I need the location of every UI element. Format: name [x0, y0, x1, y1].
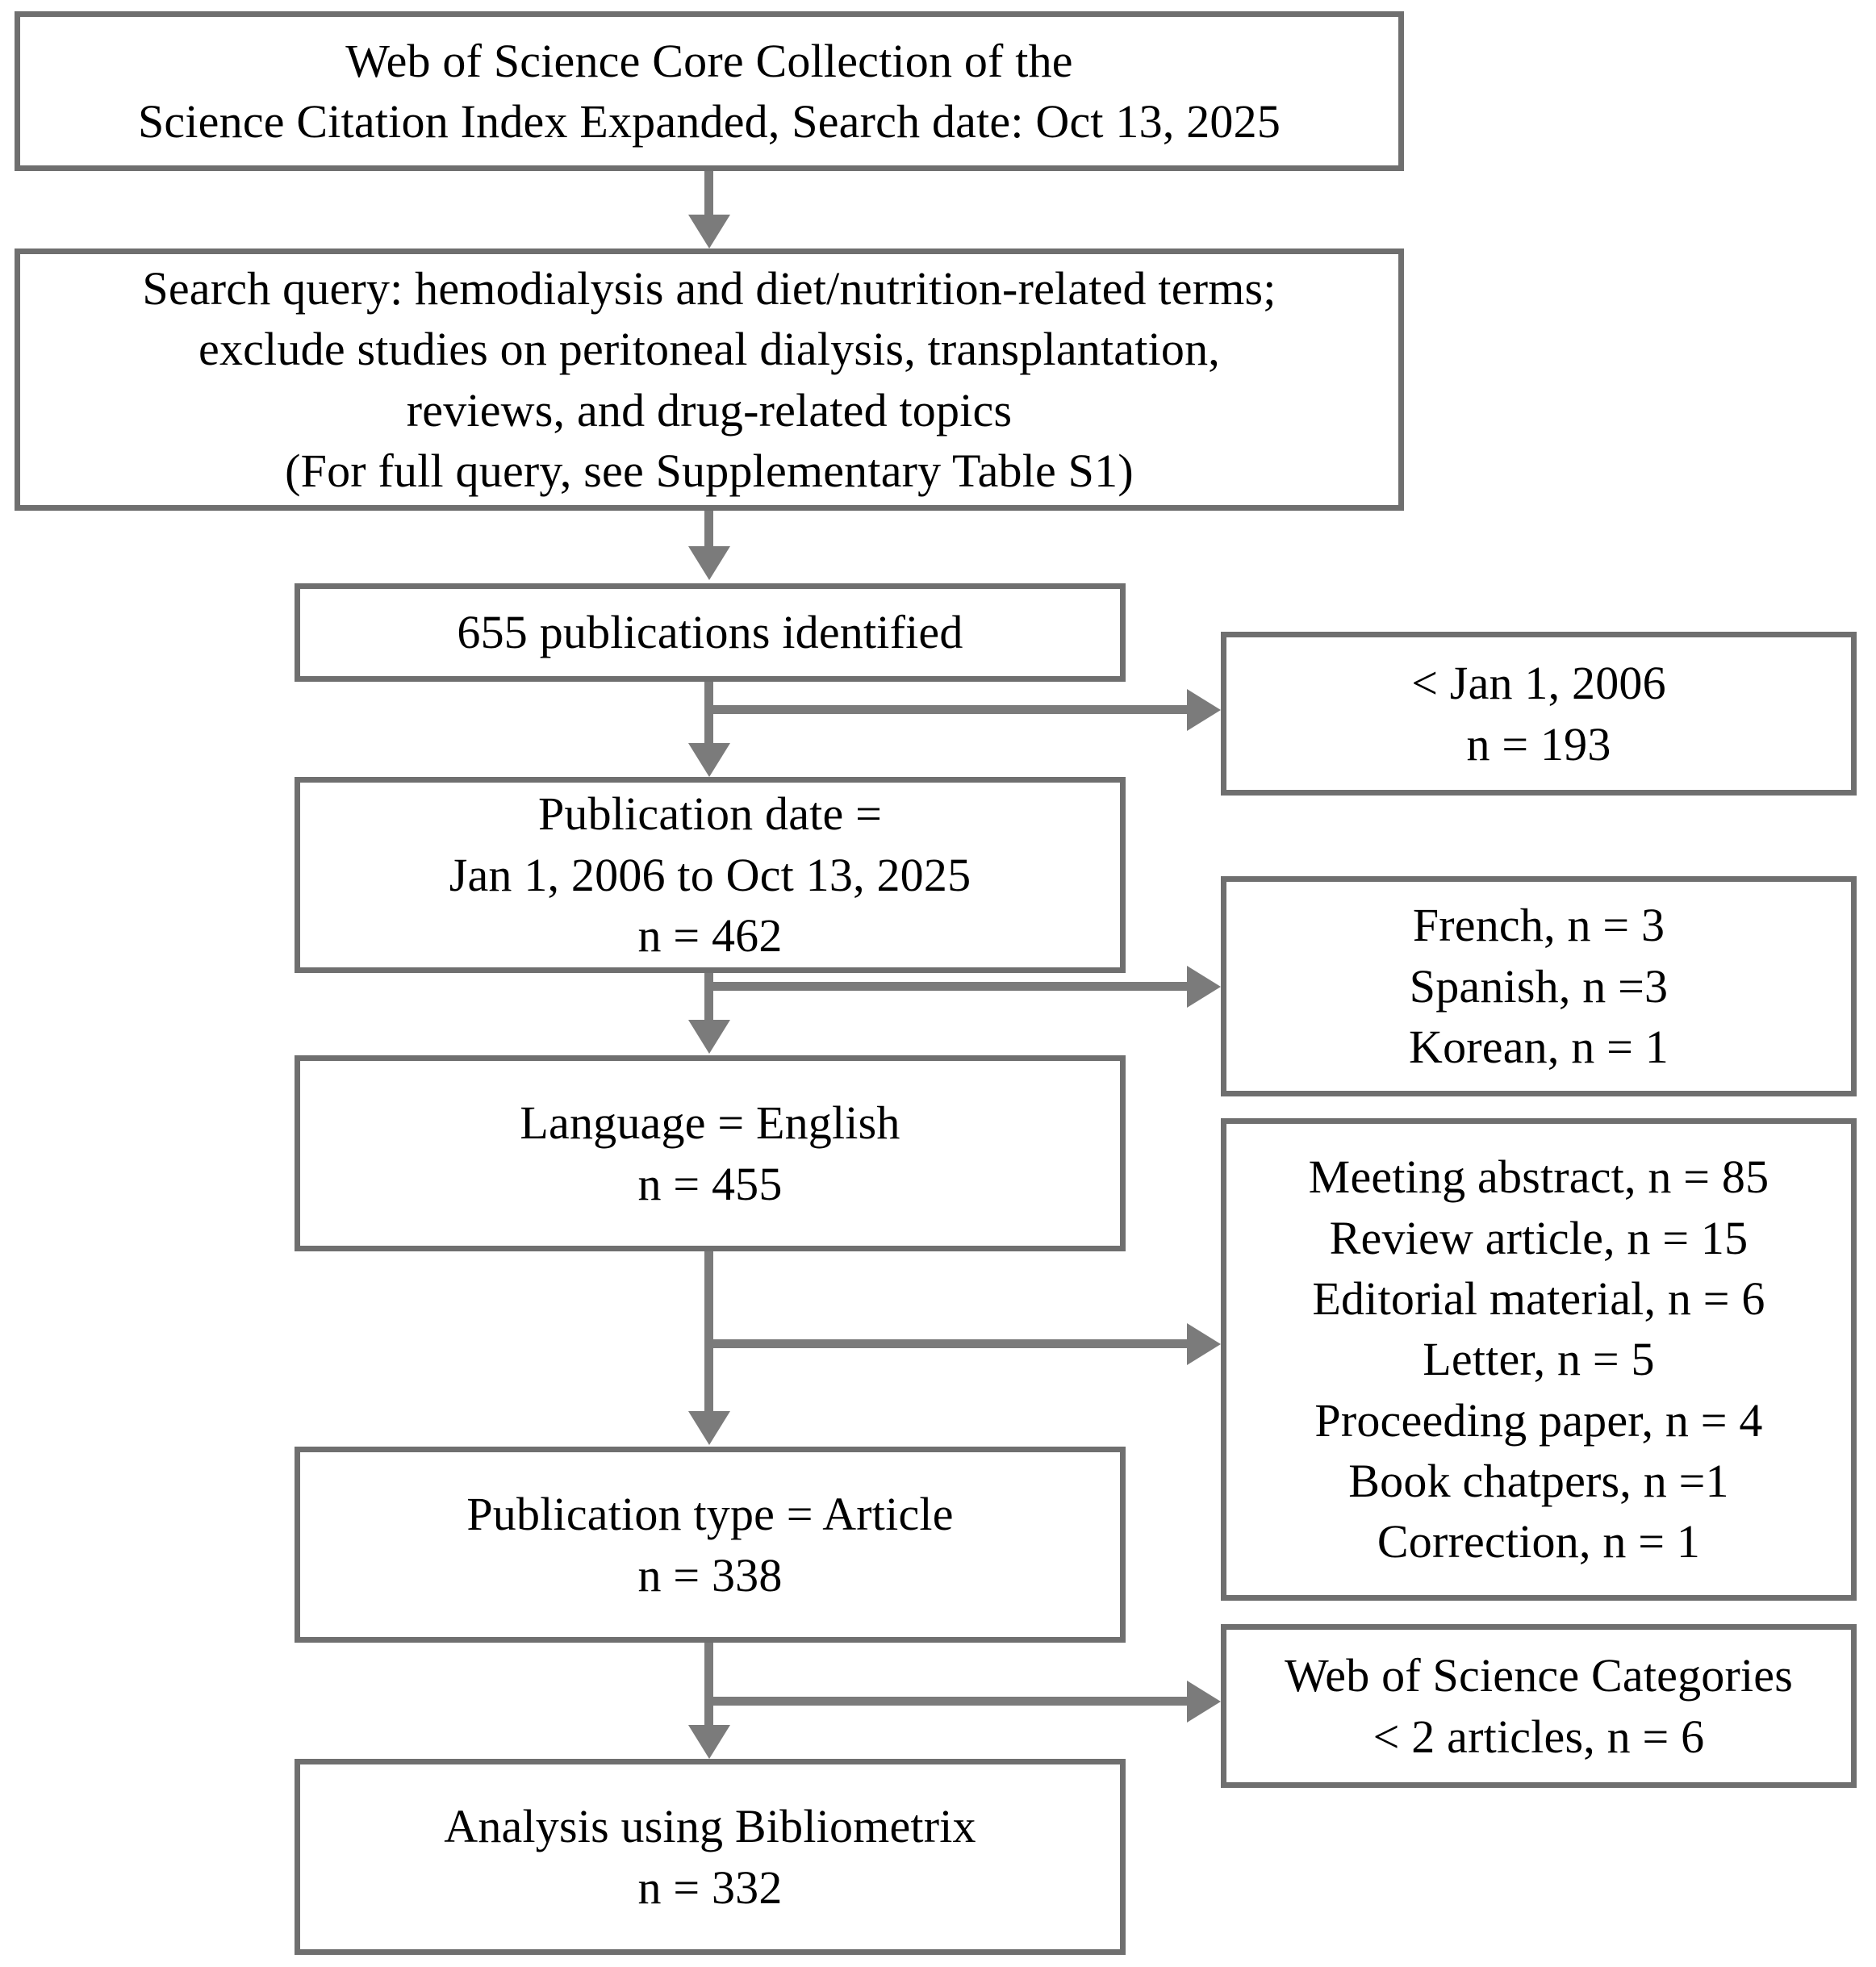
- node-line: Web of Science Core Collection of the: [345, 34, 1073, 87]
- node-line: 655 publications identified: [457, 606, 963, 659]
- connector-language-to-pubtype: [704, 1251, 713, 1414]
- node-line: n = 338: [637, 1548, 783, 1602]
- node-publication-date-filter: Publication date = Jan 1, 2006 to Oct 13…: [295, 777, 1126, 973]
- node-search-query: Search query: hemodialysis and diet/nutr…: [15, 248, 1404, 511]
- node-line: n = 193: [1466, 717, 1611, 771]
- arrow-right-icon: [1187, 1681, 1221, 1723]
- arrow-down-icon: [688, 1020, 730, 1054]
- node-line: Review article, n = 15: [1329, 1211, 1749, 1264]
- node-line: n = 455: [637, 1157, 783, 1210]
- connector-branch-category-exclusion: [704, 1697, 1189, 1706]
- connector-branch-date-exclusion: [704, 705, 1189, 714]
- node-line: < 2 articles, n = 6: [1373, 1710, 1705, 1763]
- node-line: Web of Science Categories: [1284, 1649, 1794, 1702]
- node-line: n = 462: [637, 909, 783, 963]
- node-line: Editorial material, n = 6: [1312, 1272, 1765, 1325]
- node-line: Search query: hemodialysis and diet/nutr…: [142, 261, 1276, 315]
- node-line: Jan 1, 2006 to Oct 13, 2025: [449, 848, 971, 901]
- arrow-down-icon: [688, 1725, 730, 1759]
- node-line: Meeting abstract, n = 85: [1308, 1151, 1769, 1204]
- arrow-down-icon: [688, 743, 730, 777]
- node-line: < Jan 1, 2006: [1411, 657, 1666, 710]
- node-exclusion-by-category: Web of Science Categories < 2 articles, …: [1221, 1624, 1857, 1788]
- arrow-down-icon: [688, 215, 730, 248]
- connector-pubtype-to-analysis: [704, 1643, 713, 1728]
- connector-pubdate-to-language: [704, 973, 713, 1023]
- node-analysis-bibliometrix: Analysis using Bibliometrix n = 332: [295, 1759, 1126, 1955]
- node-publication-type-filter: Publication type = Article n = 338: [295, 1447, 1126, 1643]
- node-line: Spanish, n =3: [1409, 959, 1669, 1013]
- arrow-right-icon: [1187, 689, 1221, 731]
- node-data-source: Web of Science Core Collection of the Sc…: [15, 11, 1404, 171]
- node-language-filter: Language = English n = 455: [295, 1055, 1126, 1251]
- node-line: Correction, n = 1: [1377, 1515, 1701, 1568]
- node-line: Language = English: [520, 1096, 900, 1150]
- arrow-down-icon: [688, 1411, 730, 1445]
- node-line: Book chatpers, n =1: [1348, 1455, 1729, 1508]
- node-exclusion-by-date: < Jan 1, 2006 n = 193: [1221, 632, 1857, 796]
- node-line: Analysis using Bibliometrix: [444, 1800, 976, 1853]
- node-line: Publication type = Article: [466, 1488, 954, 1541]
- arrow-down-icon: [688, 546, 730, 580]
- node-line: Korean, n = 1: [1409, 1021, 1669, 1074]
- node-line: reviews, and drug-related topics: [406, 383, 1013, 436]
- node-line: n = 332: [637, 1861, 783, 1914]
- connector-query-to-identified: [704, 511, 713, 548]
- arrow-right-icon: [1187, 966, 1221, 1008]
- connector-source-to-query: [704, 171, 713, 216]
- node-line: Science Citation Index Expanded, Search …: [137, 95, 1281, 148]
- node-line: exclude studies on peritoneal dialysis, …: [198, 323, 1220, 376]
- connector-branch-type-exclusion: [704, 1339, 1189, 1348]
- node-line: French, n = 3: [1412, 899, 1665, 952]
- connector-identified-to-pubdate: [704, 682, 713, 748]
- arrow-right-icon: [1187, 1323, 1221, 1365]
- node-publications-identified: 655 publications identified: [295, 583, 1126, 682]
- node-line: Publication date =: [537, 787, 883, 841]
- node-line: (For full query, see Supplementary Table…: [285, 444, 1134, 497]
- node-line: Letter, n = 5: [1423, 1333, 1655, 1386]
- connector-branch-language-exclusion: [704, 982, 1189, 991]
- node-exclusion-by-language: French, n = 3 Spanish, n =3 Korean, n = …: [1221, 876, 1857, 1096]
- node-line: Proceeding paper, n = 4: [1314, 1393, 1763, 1447]
- node-exclusion-by-publication-type: Meeting abstract, n = 85 Review article,…: [1221, 1118, 1857, 1601]
